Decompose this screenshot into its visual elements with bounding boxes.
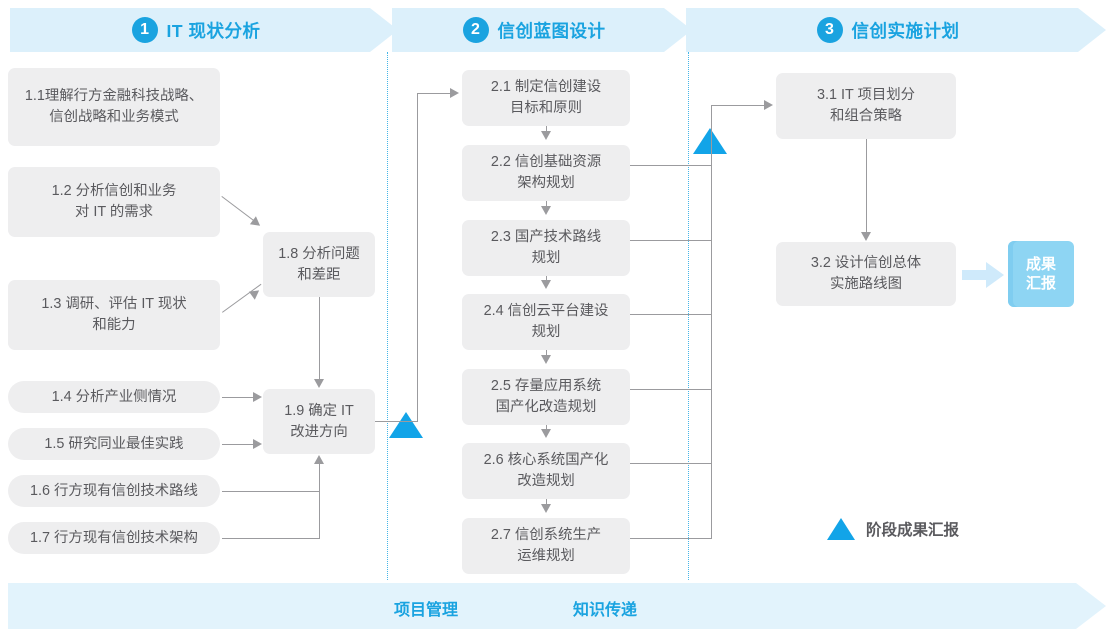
connector-arrowhead-1-3 [248, 286, 263, 300]
task-box-1-2[interactable]: 1.2 分析信创和业务 对 IT 的需求 [8, 167, 220, 237]
connector-1-9-riser [417, 93, 418, 422]
connector-1-6-to-bus [222, 491, 319, 492]
connector-arrowhead-1-4 [253, 392, 262, 402]
connector-2-4-to-bus [630, 314, 712, 315]
connector-line-2-6-2-7 [546, 499, 547, 507]
connector-1-9-out [375, 421, 418, 422]
connector-1-7-to-bus [222, 538, 319, 539]
connector-arrowhead-bus-1-9 [314, 455, 324, 464]
phase-label-1: IT 现状分析 [166, 20, 261, 41]
connector-2-6-to-bus [630, 463, 712, 464]
task-box-2-5[interactable]: 2.5 存量应用系统 国产化改造规划 [462, 369, 630, 425]
task-box-1-1[interactable]: 1.1理解行方金融科技战略、 信创战略和业务模式 [8, 68, 220, 146]
task-box-1-3[interactable]: 1.3 调研、评估 IT 现状 和能力 [8, 280, 220, 350]
task-box-2-2[interactable]: 2.2 信创基础资源 架构规划 [462, 145, 630, 201]
task-box-3-1[interactable]: 3.1 IT 项目划分 和组合策略 [776, 73, 956, 139]
triangle-icon [827, 518, 855, 540]
connector-arrowhead-3-1 [764, 100, 773, 110]
task-box-2-4[interactable]: 2.4 信创云平台建设 规划 [462, 294, 630, 350]
connector-arrowhead-1-5 [253, 439, 262, 449]
task-box-1-6[interactable]: 1.6 行方现有信创技术路线 [8, 475, 220, 507]
connector-2-5-to-bus [630, 389, 712, 390]
task-box-2-3[interactable]: 2.3 国产技术路线 规划 [462, 220, 630, 276]
connector-line-2-2-2-3 [546, 201, 547, 209]
connector-bus-to-1-9 [319, 464, 320, 539]
connector-2-5-to-2-6 [541, 429, 551, 438]
phase-number-1: 1 [131, 17, 158, 43]
milestone-triangle-phase2 [693, 128, 727, 154]
phase-banner-3: 3 信创实施计划 [686, 8, 1106, 52]
connector-bus-to-3-1 [711, 105, 766, 106]
phase-banner-1: 1 IT 现状分析 [10, 8, 398, 52]
connector-3-1-to-3-2 [866, 139, 867, 233]
task-box-1-9[interactable]: 1.9 确定 IT 改进方向 [263, 389, 375, 454]
task-box-2-6[interactable]: 2.6 核心系统国产化 改造规划 [462, 443, 630, 499]
connector-2-6-to-2-7 [541, 504, 551, 513]
phase-number-2: 2 [462, 17, 489, 43]
footer-band [8, 583, 1106, 629]
footer-label-knowledge-transfer: 知识传递 [573, 602, 638, 619]
connector-2-7-to-bus [630, 538, 712, 539]
connector-1-4-to-1-9 [222, 397, 254, 398]
phase-separator-1 [387, 52, 388, 580]
footer-label-project-management: 项目管理 [394, 602, 459, 619]
legend-label: 阶段成果汇报 [866, 522, 960, 539]
task-box-2-1[interactable]: 2.1 制定信创建设 目标和原则 [462, 70, 630, 126]
phase-number-3: 3 [816, 17, 843, 43]
connector-line-2-3-2-4 [546, 276, 547, 284]
task-box-1-5[interactable]: 1.5 研究同业最佳实践 [8, 428, 220, 460]
connector-1-5-to-1-9 [222, 444, 254, 445]
phase-separator-2 [688, 52, 689, 580]
connector-2-2-to-2-3 [541, 206, 551, 215]
connector-right-bus [711, 105, 712, 539]
connector-2-3-to-bus [630, 240, 712, 241]
connector-arrowhead-1-8-1-9 [314, 379, 324, 388]
task-box-1-7[interactable]: 1.7 行方现有信创技术架构 [8, 522, 220, 554]
result-badge[interactable]: 成果 汇报 [1008, 241, 1074, 307]
connector-arrowhead-3-2 [861, 232, 871, 241]
connector-2-4-to-2-5 [541, 355, 551, 364]
connector-line-2-4-2-5 [546, 350, 547, 358]
connector-line-2-1-2-2 [546, 126, 547, 134]
connector-2-2-to-bus [630, 165, 712, 166]
connector-2-1-to-2-2 [541, 131, 551, 140]
result-arrow-icon [962, 262, 1004, 288]
connector-arrowhead-2-1 [450, 88, 459, 98]
connector-line-2-5-2-6 [546, 425, 547, 433]
task-box-1-8[interactable]: 1.8 分析问题 和差距 [263, 232, 375, 297]
task-box-2-7[interactable]: 2.7 信创系统生产 运维规划 [462, 518, 630, 574]
legend: 阶段成果汇报 [827, 518, 959, 540]
connector-1-9-to-2-1 [417, 93, 452, 94]
connector-2-3-to-2-4 [541, 280, 551, 289]
phase-label-2: 信创蓝图设计 [497, 20, 606, 41]
connector-1-8-to-1-9 [319, 297, 320, 379]
phase-banner-2: 2 信创蓝图设计 [392, 8, 692, 52]
task-box-1-4[interactable]: 1.4 分析产业侧情况 [8, 381, 220, 413]
task-box-3-2[interactable]: 3.2 设计信创总体 实施路线图 [776, 242, 956, 306]
phase-label-3: 信创实施计划 [851, 20, 960, 41]
